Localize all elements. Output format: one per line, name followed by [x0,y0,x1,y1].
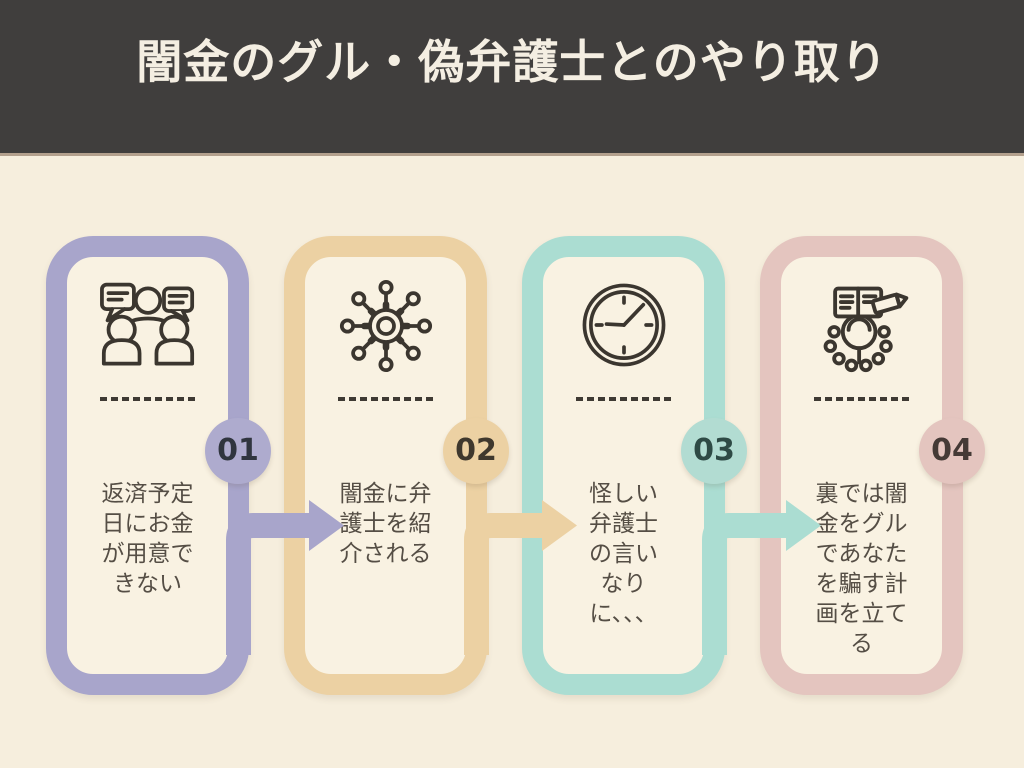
dashed-divider [337,397,434,401]
step-text-line: 介される [339,541,432,567]
clock-icon [578,279,670,375]
step-text-line: の言い [589,541,658,567]
header-band: 闇金のグル・偽弁護士とのやり取り [0,0,1024,156]
dashed-divider [575,397,672,401]
step-text-line: 返済予定 [101,481,194,507]
step-text-line: 護士を紹 [339,511,432,537]
dashed-divider [813,397,910,401]
step-text-line: を騙す計 [815,571,908,597]
step-text-line: 裏では闇 [815,481,908,507]
meeting-discussion-icon-svg [99,282,194,366]
step-4-text: 裏では闇 金をグル であなた を騙す計 画を立て る [781,479,942,659]
meeting-discussion-icon [96,279,200,377]
gear-network-icon [337,279,435,377]
research-plan-icon [814,279,910,379]
step-text-line: であなた [815,541,908,567]
step-text-line: きない [113,571,182,597]
step-text-line: 日にお金 [101,511,194,537]
step-2-text: 闇金に弁 護士を紹 介される [305,479,466,569]
page-title: 闇金のグル・偽弁護士とのやり取り [136,35,888,89]
step-text-line: が用意で [101,541,194,567]
step-text-line: る [850,631,873,657]
step-number-badge-3: 03 [681,418,747,484]
step-text-line: 弁護士 [589,511,658,537]
research-plan-icon-svg [823,286,908,373]
step-text-line: なり [600,571,647,597]
step-text-line: 怪しい [589,481,658,507]
step-text-line: 闇金に弁 [339,481,432,507]
step-text-line: 画を立て [815,601,908,627]
step-3-text: 怪しい 弁護士 の言い なり に、、、 [543,479,704,629]
step-number-badge-4: 04 [919,418,985,484]
step-text-line: に、、、 [589,601,658,627]
step-text-line: 金をグル [815,511,908,537]
gear-network-icon-svg [339,279,432,373]
dashed-divider [99,397,196,401]
step-number-badge-2: 02 [443,418,509,484]
clock-icon-svg [582,283,665,367]
step-1-text: 返済予定 日にお金 が用意で きない [67,479,228,599]
step-number-badge-1: 01 [205,418,271,484]
